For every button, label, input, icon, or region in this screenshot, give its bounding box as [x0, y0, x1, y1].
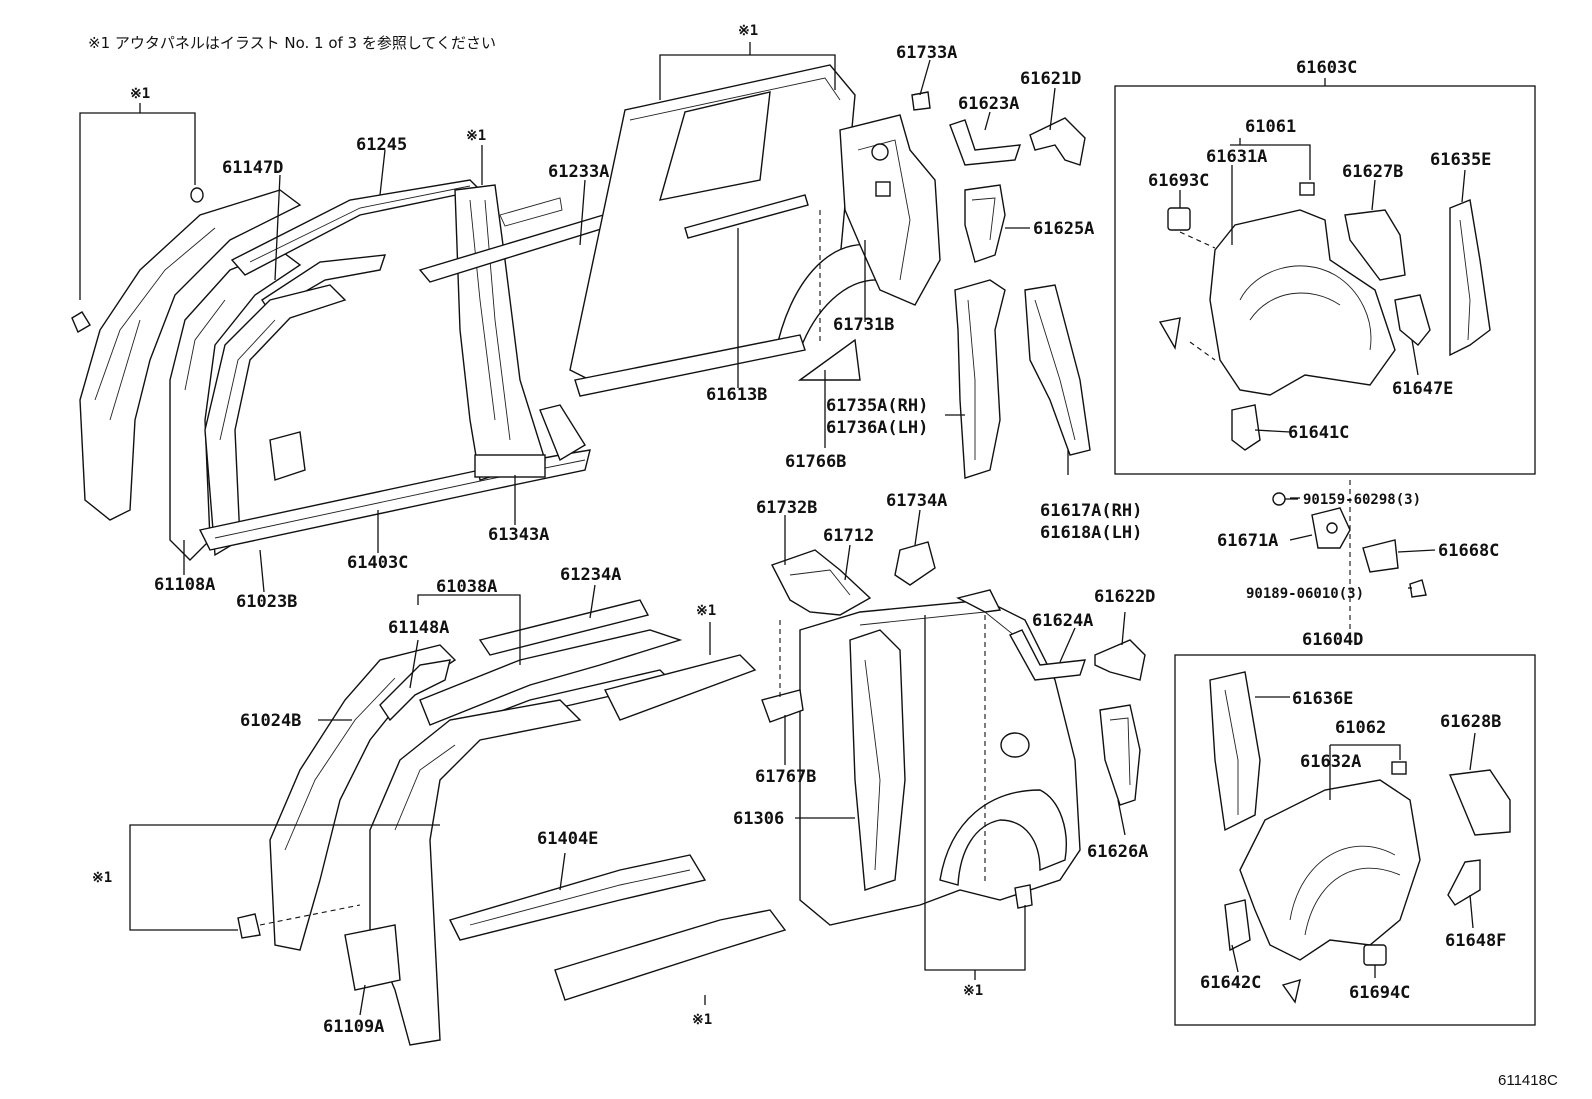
- label-61641C: 61641C: [1288, 423, 1349, 443]
- ref-mark-lower-rail: ※1: [696, 603, 716, 619]
- label-61403C: 61403C: [347, 553, 408, 573]
- label-61603C: 61603C: [1296, 58, 1357, 78]
- group-labels: 61603C 61061 61604D 61062 61038A: [436, 58, 1386, 738]
- box-61604D: [1174, 654, 1536, 1026]
- label-61062: 61062: [1335, 718, 1386, 738]
- label-61061: 61061: [1245, 117, 1296, 137]
- label-61766B: 61766B: [785, 452, 846, 472]
- label-61712: 61712: [823, 526, 874, 546]
- label-61635E: 61635E: [1430, 150, 1491, 170]
- fastener-labels: 90159-60298(3) 90189-06010(3): [1246, 492, 1421, 602]
- label-61624A: 61624A: [1032, 611, 1093, 631]
- upper-quarter-panel-drawing: [569, 64, 941, 397]
- label-61694C: 61694C: [1349, 983, 1410, 1003]
- upper-left-inner-frame-drawing: [71, 179, 632, 561]
- lower-left-outer-frame-drawing: [237, 599, 787, 1046]
- label-61245: 61245: [356, 135, 407, 155]
- label-61693C: 61693C: [1148, 171, 1209, 191]
- label-90189-06010: 90189-06010(3): [1246, 586, 1364, 602]
- label-61618A-LH: 61618A(LH): [1040, 523, 1142, 543]
- label-61628B: 61628B: [1440, 712, 1501, 732]
- label-61626A: 61626A: [1087, 842, 1148, 862]
- label-61233A: 61233A: [548, 162, 609, 182]
- ref-mark-top-left: ※1: [130, 86, 150, 102]
- label-61023B: 61023B: [236, 592, 297, 612]
- label-61621D: 61621D: [1020, 69, 1081, 89]
- label-61404E: 61404E: [537, 829, 598, 849]
- label-61627B: 61627B: [1342, 162, 1403, 182]
- label-61648F: 61648F: [1445, 931, 1506, 951]
- ref-mark-top-center: ※1: [738, 23, 758, 39]
- label-leader-lines: [183, 59, 1476, 1016]
- lower-middle-small-parts: [1009, 629, 1146, 806]
- label-61735A-RH: 61735A(RH): [826, 396, 928, 416]
- ref-mark-pillar: ※1: [466, 128, 486, 144]
- label-61234A: 61234A: [560, 565, 621, 585]
- label-61647E: 61647E: [1392, 379, 1453, 399]
- reference-brackets: ※1 ※1 ※1 ※1 ※1 ※1 ※1: [79, 23, 1026, 1028]
- label-61767B: 61767B: [755, 767, 816, 787]
- label-61642C: 61642C: [1200, 973, 1261, 993]
- part-labels: 61147D 61245 61233A 61733A 61623A 61621D…: [154, 43, 1506, 1037]
- label-61024B: 61024B: [240, 711, 301, 731]
- lower-quarter-panel-drawing: [761, 541, 1081, 926]
- label-61622D: 61622D: [1094, 587, 1155, 607]
- ref-mark-lower-left: ※1: [92, 870, 112, 886]
- label-61625A: 61625A: [1033, 219, 1094, 239]
- label-61148A: 61148A: [388, 618, 449, 638]
- label-61668C: 61668C: [1438, 541, 1499, 561]
- label-61147D: 61147D: [222, 158, 283, 178]
- label-61613B: 61613B: [706, 385, 767, 405]
- label-61734A: 61734A: [886, 491, 947, 511]
- label-61109A: 61109A: [323, 1017, 384, 1037]
- label-61671A: 61671A: [1217, 531, 1278, 551]
- label-61306: 61306: [733, 809, 784, 829]
- ref-mark-lower-center: ※1: [963, 983, 983, 999]
- reference-note: ※1 アウタパネルはイラスト No. 1 of 3 を参照してください: [88, 34, 496, 52]
- figure-code: 611418C: [1498, 1072, 1558, 1089]
- upper-middle-small-parts: [949, 117, 1091, 479]
- ref-mark-bottom: ※1: [692, 1012, 712, 1028]
- label-61731B: 61731B: [833, 315, 894, 335]
- label-61108A: 61108A: [154, 575, 215, 595]
- label-61736A-LH: 61736A(LH): [826, 418, 928, 438]
- label-61636E: 61636E: [1292, 689, 1353, 709]
- label-61631A: 61631A: [1206, 147, 1267, 167]
- fastener-parts: [1272, 480, 1427, 640]
- label-61632A: 61632A: [1300, 752, 1361, 772]
- label-61623A: 61623A: [958, 94, 1019, 114]
- label-61733A: 61733A: [896, 43, 957, 63]
- label-61604D: 61604D: [1302, 630, 1363, 650]
- box-61603C: [1114, 78, 1536, 475]
- label-61732B: 61732B: [756, 498, 817, 518]
- label-90159-60298: 90159-60298(3): [1303, 492, 1421, 508]
- label-61343A: 61343A: [488, 525, 549, 545]
- label-61038A: 61038A: [436, 577, 497, 597]
- label-61617A-RH: 61617A(RH): [1040, 501, 1142, 521]
